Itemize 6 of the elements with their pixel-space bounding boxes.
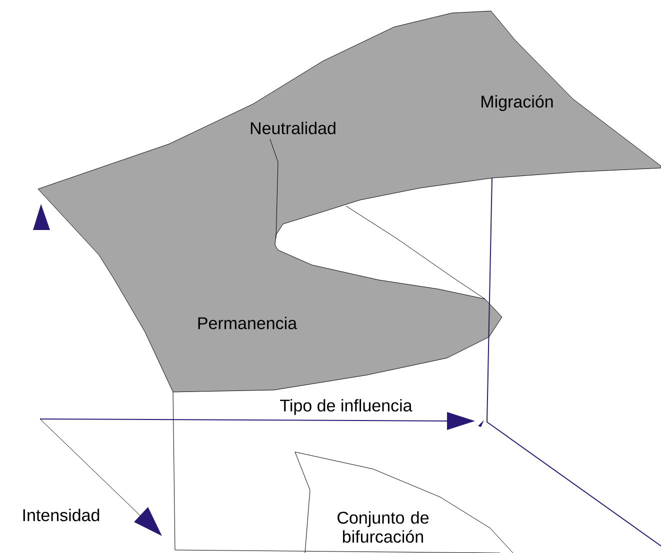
region-label: Migración xyxy=(482,94,553,112)
region-label: Conjunto de bifurcación xyxy=(338,511,429,543)
region-label: Neutralidad xyxy=(250,122,336,134)
axis-label: Intensidad xyxy=(23,508,100,522)
axis-label: Tipo de influencia xyxy=(280,399,412,415)
region-label: Permanencia xyxy=(198,316,298,330)
